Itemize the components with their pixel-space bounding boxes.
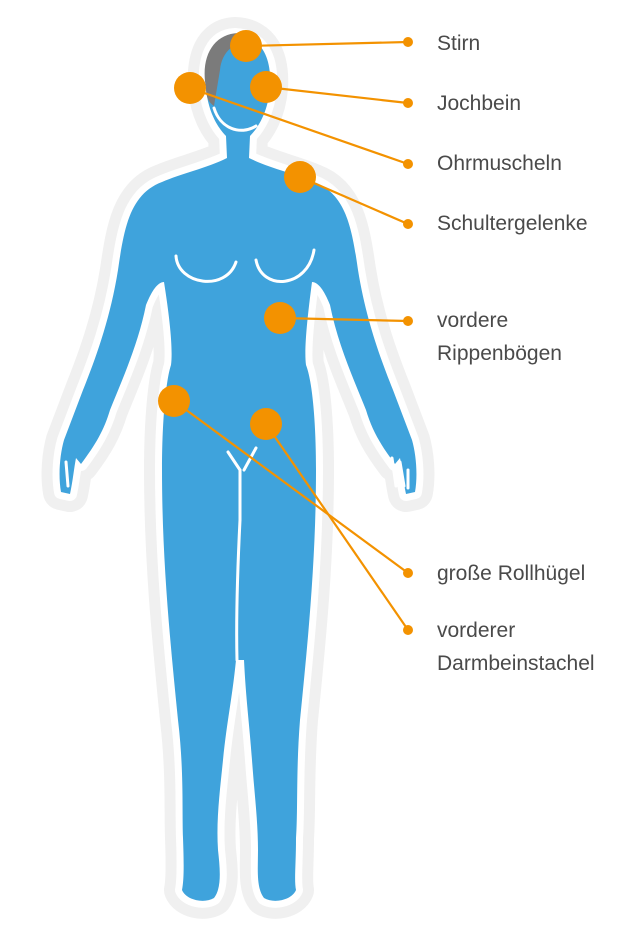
label-ohrmuscheln: Ohrmuscheln [437,152,562,175]
dot-ohrmuscheln [403,159,413,169]
label-stirn: Stirn [437,32,480,55]
marker-schultergelenke [284,161,316,193]
marker-jochbein [250,71,282,103]
label-rollhuegel: große Rollhügel [437,562,585,585]
label-darmbeinstachel-line1: vorderer [437,619,515,642]
marker-rippenboegen [264,302,296,334]
dot-schultergelenke [403,219,413,229]
marker-darmbeinstachel [250,408,282,440]
label-schultergelenke: Schultergelenke [437,212,588,235]
label-dots [403,37,413,635]
dot-rollhuegel [403,568,413,578]
dot-stirn [403,37,413,47]
label-rippenboegen-line2: Rippenbögen [437,342,562,365]
label-jochbein: Jochbein [437,92,521,115]
marker-stirn [230,30,262,62]
dot-darmbeinstachel [403,625,413,635]
marker-rollhuegel [158,385,190,417]
left-thumb [66,462,68,486]
label-rippenboegen-line1: vordere [437,309,508,332]
marker-ohrmuscheln [174,72,206,104]
dot-jochbein [403,98,413,108]
labels: Stirn Jochbein Ohrmuscheln Schultergelen… [437,32,595,675]
label-darmbeinstachel-line2: Darmbeinstachel [437,652,595,675]
dot-rippenboegen [403,316,413,326]
